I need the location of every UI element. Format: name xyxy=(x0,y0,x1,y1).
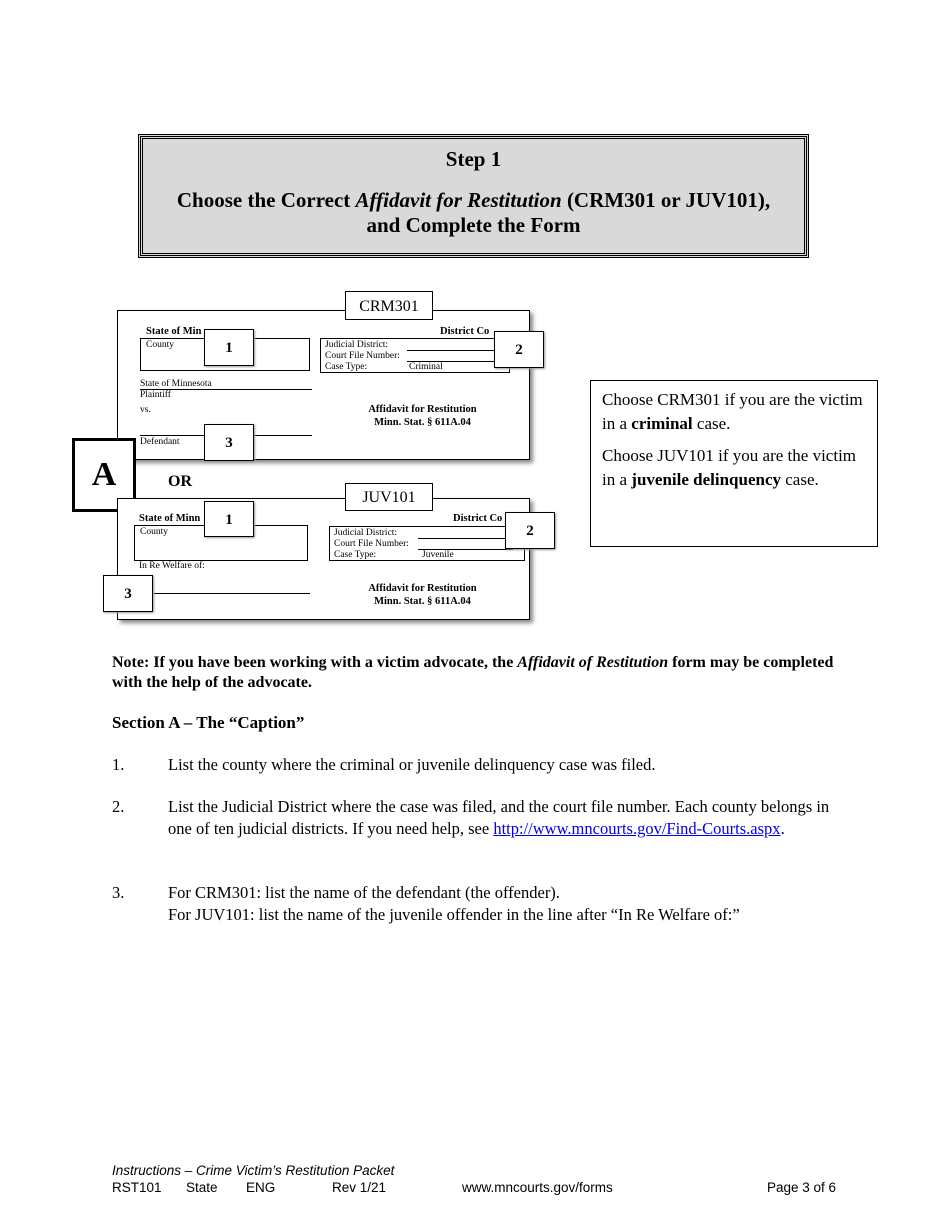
juv-callout-2: 2 xyxy=(505,512,555,549)
footer-rev: Rev 1/21 xyxy=(332,1180,387,1195)
crm-callout-1: 1 xyxy=(204,329,254,366)
footer-code: RST101 xyxy=(112,1180,162,1195)
juv-callout-1: 1 xyxy=(204,501,254,537)
juv-callout-3: 3 xyxy=(103,575,153,612)
item-1-text: List the county where the criminal or ju… xyxy=(168,755,656,774)
or-label: OR xyxy=(168,473,192,490)
item-3-number: 3. xyxy=(112,883,125,902)
juv101-form-mockup: State of Minn County District Co Judicia… xyxy=(117,498,530,620)
item-3-text: For CRM301: list the name of the defenda… xyxy=(168,883,740,924)
advocate-note: Note: If you have been working with a vi… xyxy=(112,654,834,691)
juv-in-re: In Re Welfare of: xyxy=(139,561,205,571)
crm-state-of: State of Min xyxy=(146,326,202,337)
footer-page-number: Page 3 of 6 xyxy=(767,1180,837,1195)
footer-lang: ENG xyxy=(246,1180,276,1195)
choose-crm-text: Choose CRM301 if you are the victim in a… xyxy=(602,390,863,433)
juv101-tab-label: JUV101 xyxy=(345,483,433,511)
juv-case-info-box: Judicial District: Court File Number: Ca… xyxy=(329,526,525,561)
find-courts-link[interactable]: http://www.mncourts.gov/Find-Courts.aspx xyxy=(493,819,781,838)
crm-affidavit-title: Affidavit for Restitution Minn. Stat. § … xyxy=(368,404,477,428)
crm-callout-2: 2 xyxy=(494,331,544,368)
crm-district-court: District Co xyxy=(440,326,490,337)
crm301-form-mockup: State of Min County District Co Judicial… xyxy=(117,310,530,460)
affidavit-title-em: Affidavit for Restitution xyxy=(355,188,562,212)
step-subtitle: Choose the Correct Affidavit for Restitu… xyxy=(176,188,771,237)
juv-affidavit-title: Affidavit for Restitution Minn. Stat. § … xyxy=(368,583,477,607)
crm301-tab-label: CRM301 xyxy=(345,291,433,320)
crm-case-info-box: Judicial District: Court File Number: Ca… xyxy=(320,338,510,373)
step-header-box: Step 1 Choose the Correct Affidavit for … xyxy=(138,134,809,258)
step-title: Step 1 xyxy=(445,147,502,171)
footer-website: www.mncourts.gov/forms xyxy=(462,1180,613,1195)
crm-plaintiff-name: State of Minnesota xyxy=(140,379,312,390)
juv-state-of: State of Minn xyxy=(139,513,201,524)
juv-district-court: District Co xyxy=(453,513,503,524)
footer-title: Instructions – Crime Victim’s Restitutio… xyxy=(112,1163,395,1178)
choose-juv-text: Choose JUV101 if you are the victim in a… xyxy=(602,446,857,489)
crm-callout-3: 3 xyxy=(204,424,254,461)
item-1-number: 1. xyxy=(112,755,125,774)
item-2-number: 2. xyxy=(112,797,125,816)
footer-state: State xyxy=(186,1180,218,1195)
choose-form-box: Choose CRM301 if you are the victim in a… xyxy=(590,380,878,547)
item-2-text: List the Judicial District where the cas… xyxy=(168,797,830,838)
section-heading: Section A – The “Caption” xyxy=(112,713,305,732)
